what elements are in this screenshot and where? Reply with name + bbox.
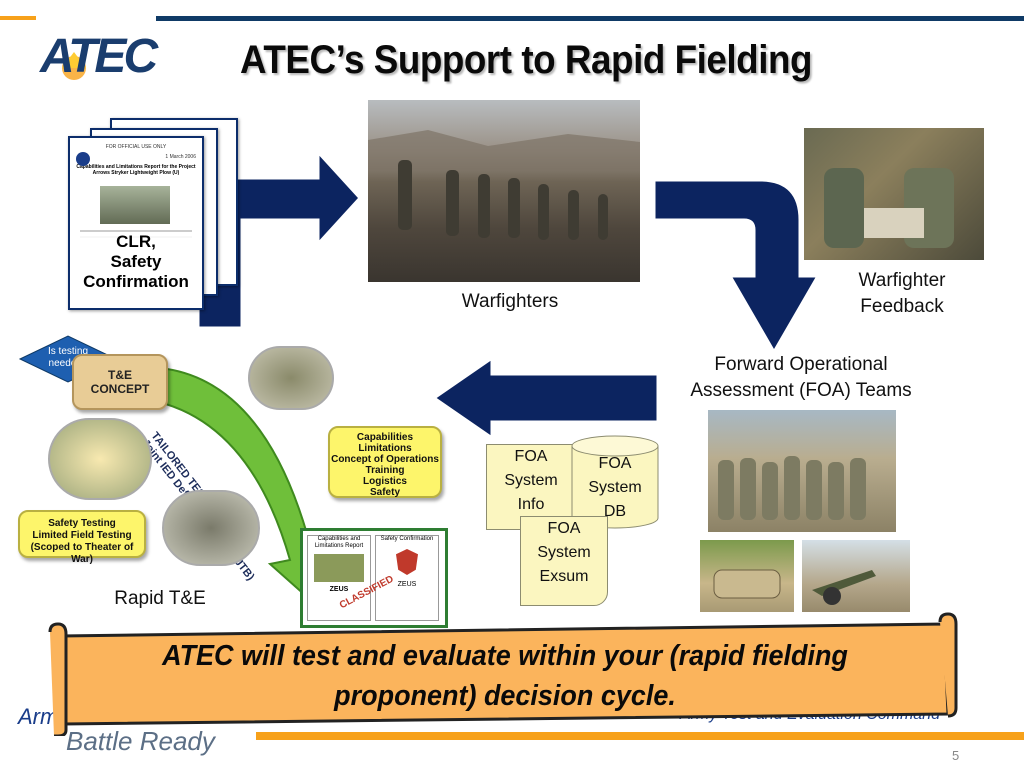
- top-accent-orange: [0, 16, 36, 20]
- foa-info-line1: FOA: [514, 448, 548, 465]
- capabilities-report-doc: Capabilities and Limitations Report ZEUS: [307, 535, 371, 621]
- page-title: ATEC’s Support to Rapid Fielding: [240, 38, 812, 82]
- rapid-te-caption: Rapid T&E: [114, 588, 206, 609]
- decision-diamond-label: Is testing needed?: [47, 346, 89, 369]
- seal-icon: [76, 152, 90, 166]
- safety-line3: (Scoped to Theater of War): [30, 542, 134, 565]
- foa-exsum-line1: FOA: [547, 520, 581, 537]
- clr-label-line1: CLR,: [116, 232, 156, 251]
- safety-line1: Safety Testing: [48, 518, 116, 529]
- capabilities-box: Capabilities Limitations Concept of Oper…: [328, 426, 442, 498]
- caps-line2: Limitations: [358, 443, 412, 454]
- foa-caption: Forward Operational Assessment (FOA) Tea…: [660, 352, 942, 404]
- svg-text:ATEC: ATEC: [39, 30, 159, 83]
- foa-system-exsum-note: FOA System Exsum: [520, 516, 608, 606]
- feedback-photo: [804, 128, 984, 260]
- shield-icon: [396, 549, 418, 575]
- foa-db-line2: System: [588, 479, 642, 496]
- banner-line2: proponent) decision cycle.: [334, 680, 676, 712]
- foa-caption-line2: Assessment (FOA) Teams: [690, 380, 912, 401]
- caps-line3: Concept of Operations: [331, 454, 439, 465]
- clr-label: CLR, Safety Confirmation: [72, 232, 200, 292]
- atec-logo: ATEC: [34, 22, 174, 84]
- database-cylinder-icon: [571, 435, 659, 529]
- clr-label-line2: Safety: [110, 252, 162, 271]
- tagline-battle-ready: Battle Ready: [66, 726, 215, 756]
- feedback-caption-line1: Warfighter: [858, 270, 946, 291]
- clr-label-line3: Confirmation: [83, 272, 189, 291]
- caps-line6: Safety: [369, 487, 400, 498]
- warfighters-caption: Warfighters: [461, 291, 559, 312]
- armored-vehicle-photo: [700, 540, 794, 612]
- foa-exsum-line3: Exsum: [539, 568, 589, 585]
- safety-confirmation-doc: Safety Confirmation ZEUS: [375, 535, 439, 621]
- foa-db-line1: FOA: [598, 455, 632, 472]
- explosion-cloud-photo: [48, 418, 152, 500]
- report-right-title: Safety Confirmation: [380, 536, 434, 542]
- warfighters-photo: [368, 100, 640, 282]
- page-number: 5: [952, 748, 960, 763]
- report-left-title: Capabilities and Limitations Report: [314, 536, 364, 549]
- arrow-down-icon: [652, 178, 820, 355]
- banner-line1: ATEC will test and evaluate within your …: [162, 640, 848, 672]
- foa-system-db-label: FOA System DB: [570, 452, 660, 524]
- scroll-banner-icon: [48, 612, 958, 736]
- caps-line5: Logistics: [363, 476, 407, 487]
- caps-line4: Training: [365, 465, 405, 476]
- robot-cloud-photo: [162, 490, 260, 566]
- safety-line2: Limited Field Testing: [32, 530, 132, 541]
- te-concept-line2: CONCEPT: [90, 382, 150, 396]
- foa-team-photo: [708, 410, 896, 532]
- reports-frame: Capabilities and Limitations Report ZEUS…: [300, 528, 448, 628]
- caps-line1: Capabilities: [356, 432, 414, 443]
- feedback-caption-line2: Feedback: [860, 296, 944, 317]
- foa-info-line3: Info: [517, 496, 545, 513]
- humvee-photo: [314, 554, 364, 582]
- artillery-photo: [802, 540, 910, 612]
- vehicle-photo: [100, 186, 170, 224]
- banner-message: ATEC will test and evaluate within your …: [100, 636, 909, 716]
- te-concept-box: T&E CONCEPT: [72, 354, 168, 410]
- bottom-accent-orange: [256, 732, 1024, 740]
- foa-info-line2: System: [504, 472, 558, 489]
- zeus-label-1: ZEUS: [329, 586, 349, 593]
- te-concept-line1: T&E: [108, 368, 132, 382]
- vehicle-cloud-photo: [248, 346, 334, 410]
- foa-exsum-line2: System: [537, 544, 591, 561]
- doc-date: 1 March 2006: [165, 154, 196, 160]
- foa-caption-line1: Forward Operational: [714, 354, 888, 375]
- doc-title: Capabilities and Limitations Report for …: [76, 164, 196, 176]
- doc-header: FOR OFFICIAL USE ONLY: [105, 144, 167, 150]
- safety-testing-box: Safety Testing Limited Field Testing (Sc…: [18, 510, 146, 565]
- foa-db-line3: DB: [603, 503, 627, 520]
- top-accent-blue: [156, 16, 1024, 21]
- feedback-caption: Warfighter Feedback: [822, 268, 982, 320]
- zeus-label-2: ZEUS: [397, 581, 417, 588]
- arrow-left-icon: [431, 356, 660, 440]
